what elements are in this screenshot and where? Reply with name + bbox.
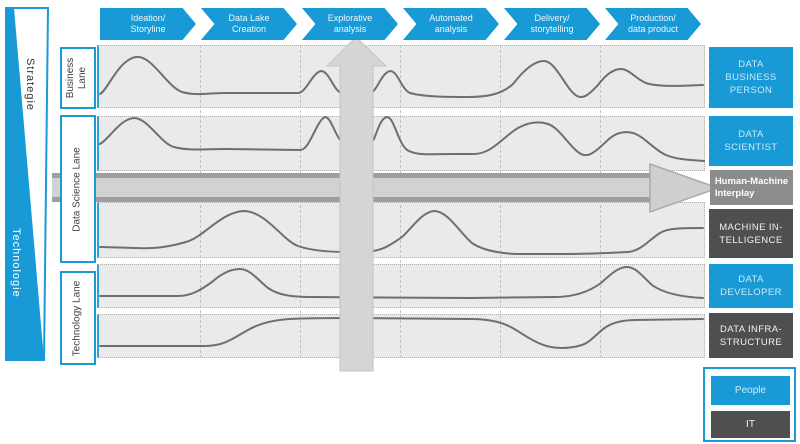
data-science-lane-label-box	[60, 115, 96, 263]
step-production-data-product: Production/ data product	[605, 8, 701, 40]
step-explorative-analysis: Explorative analysis	[302, 8, 398, 40]
human-machine-interplay-box: Human-Machine Interplay	[710, 170, 793, 205]
machine-intelligence-activity-curve	[99, 209, 704, 255]
step-label: Automated analysis	[429, 13, 473, 34]
technology-lane-label-box	[60, 271, 96, 365]
step-delivery-storytelling: Delivery/ storytelling	[504, 8, 600, 40]
step-label: Production/ data product	[627, 13, 679, 34]
technology-axis-label: Technologie	[10, 228, 22, 298]
business-lane-band	[97, 45, 705, 108]
data-scientist-activity-curve	[99, 115, 705, 162]
business-lane-label-box	[60, 47, 96, 109]
data-developer-box: DATA DEVELOPER	[709, 264, 793, 308]
data-developer-band	[97, 264, 705, 308]
wedge-blue-triangle	[6, 8, 44, 360]
data-science-lane-label: Data Science Lane	[71, 147, 83, 232]
machine-intelligence-band	[97, 202, 705, 258]
step-data-lake-creation: Data Lake Creation	[201, 8, 297, 40]
technology-lane-label: Technology Lane	[71, 280, 83, 357]
data-infrastructure-activity-curve	[99, 316, 704, 350]
machine-intelligence-box: MACHINE IN- TELLIGENCE	[709, 209, 793, 258]
step-automated-analysis: Automated analysis	[403, 8, 499, 40]
strategy-axis-label: Strategie	[24, 58, 36, 112]
business-activity-curve	[99, 55, 704, 99]
step-label: Data Lake Creation	[228, 13, 270, 34]
business-lane-label: Business Lane	[65, 57, 88, 99]
right-arrowhead-shape	[649, 162, 721, 214]
data-infrastructure-box: DATA INFRA- STRUCTURE	[709, 313, 793, 358]
step-ideation-storyline: Ideation/ Storyline	[100, 8, 196, 40]
data-business-person-box: DATA BUSINESS PERSON	[709, 47, 793, 108]
data-infrastructure-band	[97, 314, 705, 358]
step-label: Ideation/ Storyline	[130, 13, 166, 34]
step-label: Explorative analysis	[327, 13, 373, 34]
up-arrow-shape	[325, 36, 388, 372]
legend-it: IT	[711, 411, 790, 438]
data-developer-activity-curve	[99, 265, 704, 300]
legend: People IT	[703, 367, 796, 442]
legend-people: People	[711, 376, 790, 405]
step-label: Delivery/ storytelling	[530, 13, 574, 34]
data-scientist-box: DATA SCIENTIST	[709, 116, 793, 166]
